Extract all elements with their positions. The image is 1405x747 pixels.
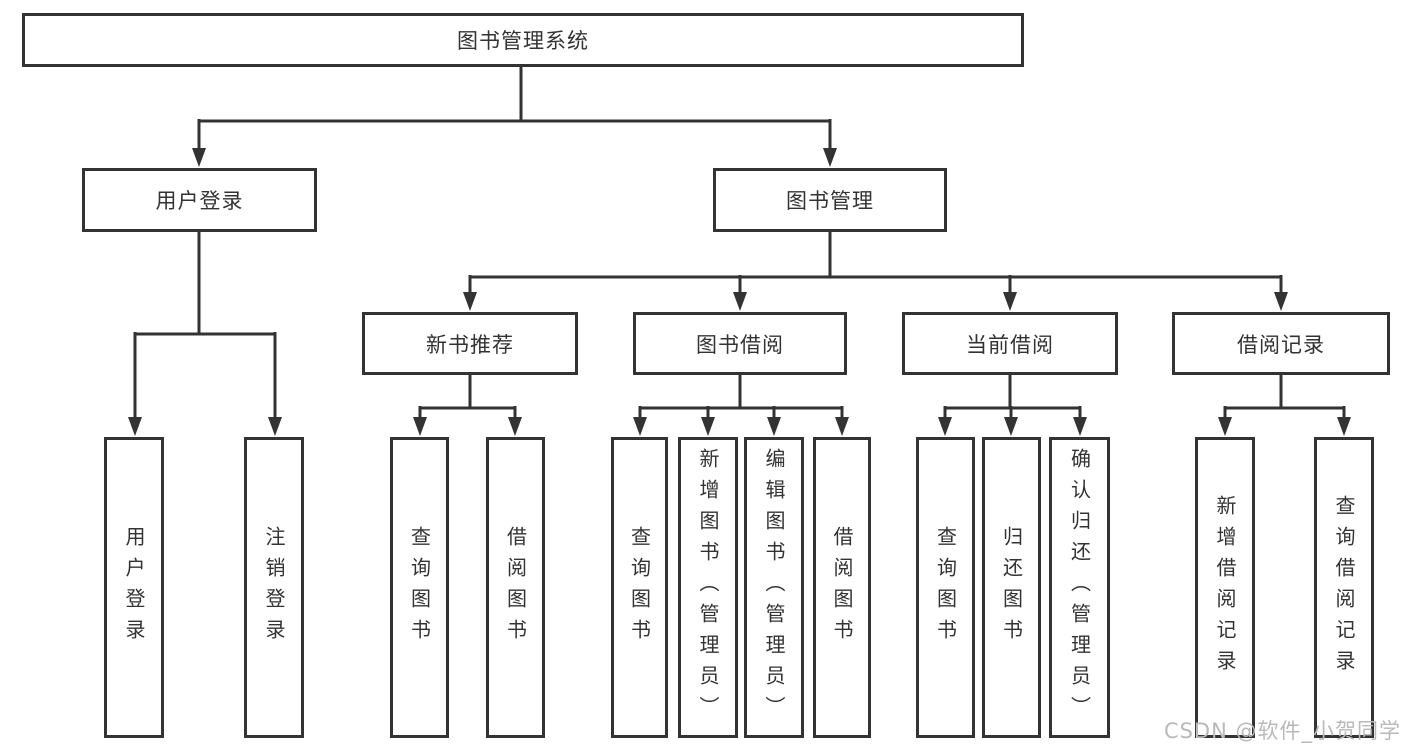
arrowhead: [1004, 417, 1018, 436]
node-leaf-borrow-books-borrow-label: 借阅图书: [830, 525, 854, 650]
node-leaf-user-login: 用户登录: [104, 437, 164, 738]
node-leaf-logout-login: 注销登录: [244, 437, 304, 738]
connector-book-borrow: [638, 374, 844, 420]
arrowhead: [463, 292, 477, 311]
arrowhead: [767, 417, 781, 436]
arrowhead: [835, 417, 849, 436]
arrowhead: [938, 417, 952, 436]
node-leaf-query-books-current: 查询图书: [916, 437, 975, 738]
arrowhead: [1218, 417, 1232, 436]
node-leaf-query-books-borrow-label: 查询图书: [627, 525, 652, 650]
node-leaf-query-books-recommend: 查询图书: [390, 437, 449, 738]
connector-book-management: [468, 231, 1283, 295]
node-user-login-label: 用户登录: [155, 189, 244, 213]
arrowhead: [268, 417, 282, 436]
node-book-borrow-label: 图书借阅: [696, 332, 784, 357]
arrowhead: [1073, 417, 1087, 436]
node-leaf-add-borrow-record: 新增借阅记录: [1195, 437, 1255, 738]
node-book-management-label: 图书管理: [786, 189, 874, 213]
arrowhead: [1003, 292, 1017, 311]
arrowhead: [733, 292, 747, 311]
node-leaf-query-books-current-label: 查询图书: [933, 525, 958, 650]
node-leaf-query-books-borrow: 查询图书: [611, 437, 668, 738]
node-leaf-query-books-recommend-label: 查询图书: [407, 525, 432, 650]
arrowhead: [633, 417, 647, 436]
node-leaf-return-books-label: 归还图书: [999, 525, 1024, 650]
connector-borrow-records: [1223, 374, 1346, 420]
node-leaf-add-book-admin-label: 新增图书（管理员）: [696, 448, 720, 727]
arrowhead: [128, 417, 142, 436]
node-leaf-query-borrow-record-label: 查询借阅记录: [1332, 494, 1356, 681]
node-root: 图书管理系统: [22, 13, 1024, 67]
csdn-watermark: CSDN @软件_小贺同学: [1163, 719, 1401, 743]
connector-user-login: [133, 231, 277, 420]
node-leaf-return-books: 归还图书: [982, 437, 1041, 738]
node-leaf-query-borrow-record: 查询借阅记录: [1314, 437, 1374, 738]
connector-new-book-recommend: [418, 374, 517, 420]
node-current-borrow-label: 当前借阅: [966, 332, 1054, 357]
node-new-book-recommend: 新书推荐: [362, 312, 578, 375]
node-leaf-edit-book-admin: 编辑图书（管理员）: [744, 437, 804, 738]
node-leaf-user-login-label: 用户登录: [122, 525, 146, 650]
node-leaf-borrow-books-recommend-label: 借阅图书: [503, 525, 528, 650]
node-leaf-confirm-return-admin-label: 确认归还（管理员）: [1067, 448, 1092, 727]
node-leaf-add-book-admin: 新增图书（管理员）: [678, 437, 738, 738]
arrowhead: [701, 417, 715, 436]
connector-current-borrow: [943, 374, 1082, 420]
arrowheads: [128, 148, 1351, 436]
node-leaf-edit-book-admin-label: 编辑图书（管理员）: [762, 448, 786, 727]
node-borrow-records-label: 借阅记录: [1237, 332, 1325, 357]
arrowhead: [1274, 292, 1288, 311]
node-leaf-borrow-books-recommend: 借阅图书: [486, 437, 545, 738]
node-user-login: 用户登录: [82, 168, 317, 232]
connector-root: [197, 66, 832, 152]
node-root-label: 图书管理系统: [457, 29, 589, 53]
node-leaf-confirm-return-admin: 确认归还（管理员）: [1049, 437, 1110, 738]
arrowhead: [413, 417, 427, 436]
node-book-borrow: 图书借阅: [633, 312, 847, 375]
node-leaf-borrow-books-borrow: 借阅图书: [813, 437, 871, 738]
arrowhead: [192, 148, 206, 167]
node-new-book-recommend-label: 新书推荐: [426, 332, 514, 357]
arrowhead: [508, 417, 522, 436]
node-book-management: 图书管理: [713, 168, 947, 232]
node-current-borrow: 当前借阅: [902, 312, 1118, 375]
node-leaf-logout-login-label: 注销登录: [262, 525, 286, 650]
arrowhead: [823, 148, 837, 167]
arrowhead: [1337, 417, 1351, 436]
node-borrow-records: 借阅记录: [1172, 312, 1390, 375]
node-leaf-add-borrow-record-label: 新增借阅记录: [1213, 494, 1237, 681]
